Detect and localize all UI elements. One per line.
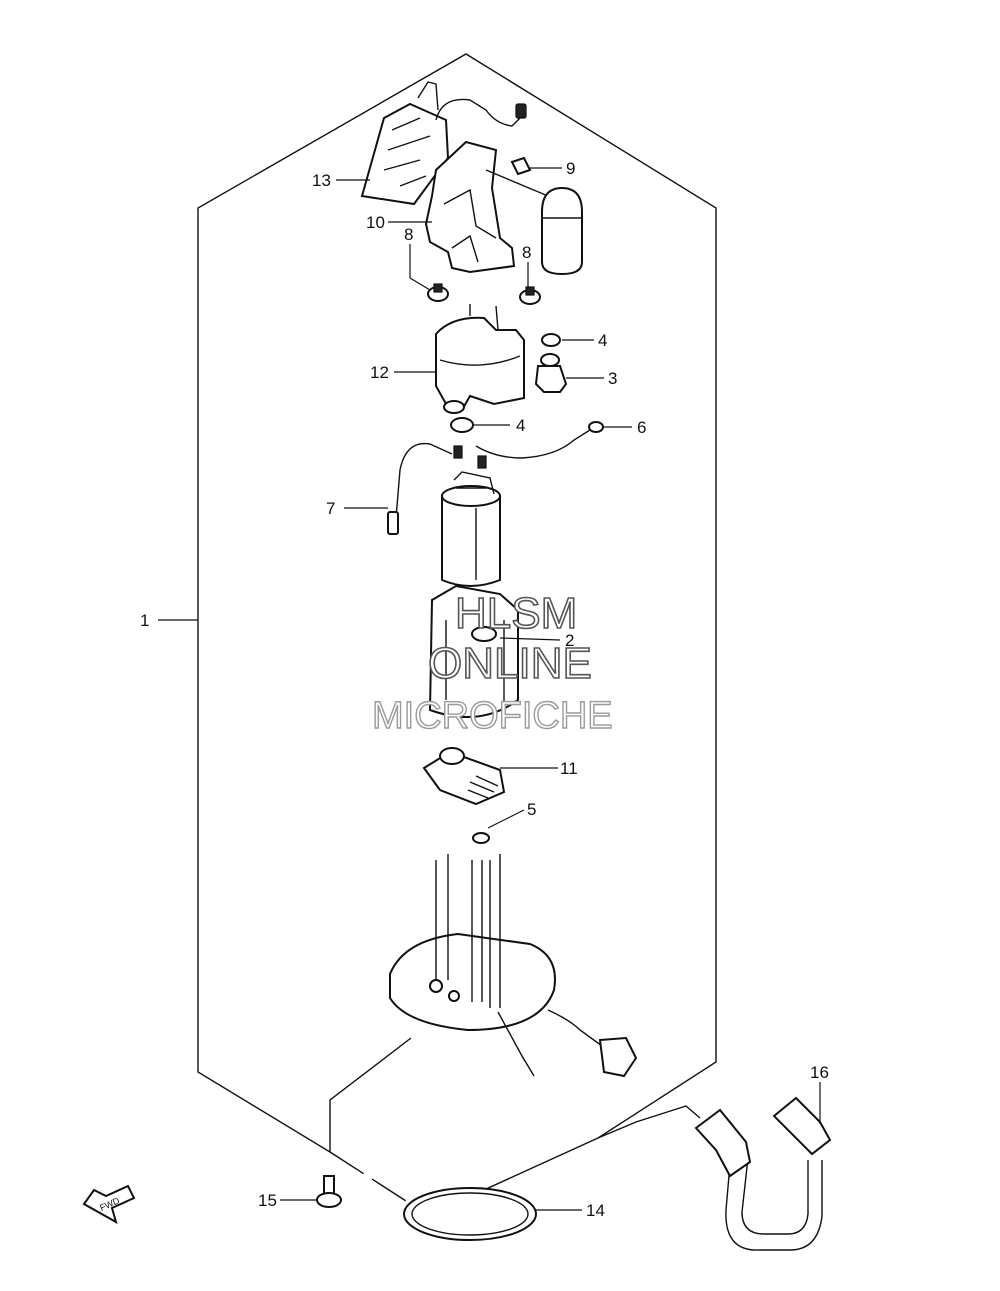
part-9-clip bbox=[510, 156, 532, 176]
callout-10: 10 bbox=[366, 213, 385, 232]
callout-9: 9 bbox=[566, 159, 575, 178]
part-8-bolt-right bbox=[519, 286, 541, 305]
part-5-oring bbox=[472, 832, 490, 844]
part-3-valve bbox=[534, 353, 568, 393]
part-16-fuel-hose bbox=[597, 1096, 832, 1251]
part-4-oring-top bbox=[541, 333, 561, 347]
watermark-line3: MICROFICHE bbox=[372, 695, 613, 737]
leader-2 bbox=[499, 637, 561, 641]
callout-5: 5 bbox=[527, 800, 536, 819]
callout-11: 11 bbox=[560, 759, 578, 778]
assembly-boundary-dash bbox=[329, 1151, 421, 1211]
fuel-pump-motor bbox=[441, 471, 501, 587]
callout-8b: 8 bbox=[522, 243, 531, 262]
callout-7: 7 bbox=[326, 499, 335, 518]
part-4-oring-bottom bbox=[450, 417, 474, 433]
watermark-line1: HLSM bbox=[455, 589, 577, 638]
connector-harness bbox=[547, 1009, 638, 1078]
callout-15: 15 bbox=[258, 1191, 277, 1210]
callout-13: 13 bbox=[312, 171, 331, 190]
part-2-pump-holder bbox=[428, 584, 519, 719]
float bbox=[541, 186, 583, 276]
part-12-regulator-housing bbox=[435, 304, 525, 414]
callout-8a: 8 bbox=[404, 225, 413, 244]
assembly-boundary bbox=[197, 53, 717, 1154]
part-15-screw bbox=[316, 1175, 342, 1208]
callout-12: 12 bbox=[370, 363, 389, 382]
part-14-gasket-inner bbox=[411, 1192, 529, 1236]
callout-4a: 4 bbox=[598, 331, 607, 350]
pump-base-plate bbox=[389, 854, 556, 1077]
part-10-pump-bracket bbox=[424, 140, 549, 274]
part-6-wire bbox=[475, 421, 604, 459]
leader-5 bbox=[487, 809, 525, 829]
callout-4b: 4 bbox=[516, 416, 525, 435]
callout-14: 14 bbox=[586, 1201, 605, 1220]
part-11-filter bbox=[422, 747, 506, 806]
callout-3: 3 bbox=[608, 369, 617, 388]
callout-16: 16 bbox=[810, 1063, 829, 1082]
leader-8a bbox=[409, 277, 431, 291]
fwd-arrow: FWD bbox=[82, 1184, 136, 1225]
part-8-bolt-left bbox=[427, 283, 449, 302]
watermark-line2: ONLINE bbox=[428, 639, 592, 688]
callout-6: 6 bbox=[637, 418, 646, 437]
part-14-gasket bbox=[403, 1187, 537, 1241]
callout-2: 2 bbox=[565, 631, 574, 650]
part-7-wire-harness bbox=[387, 442, 487, 535]
callout-1: 1 bbox=[140, 611, 149, 630]
